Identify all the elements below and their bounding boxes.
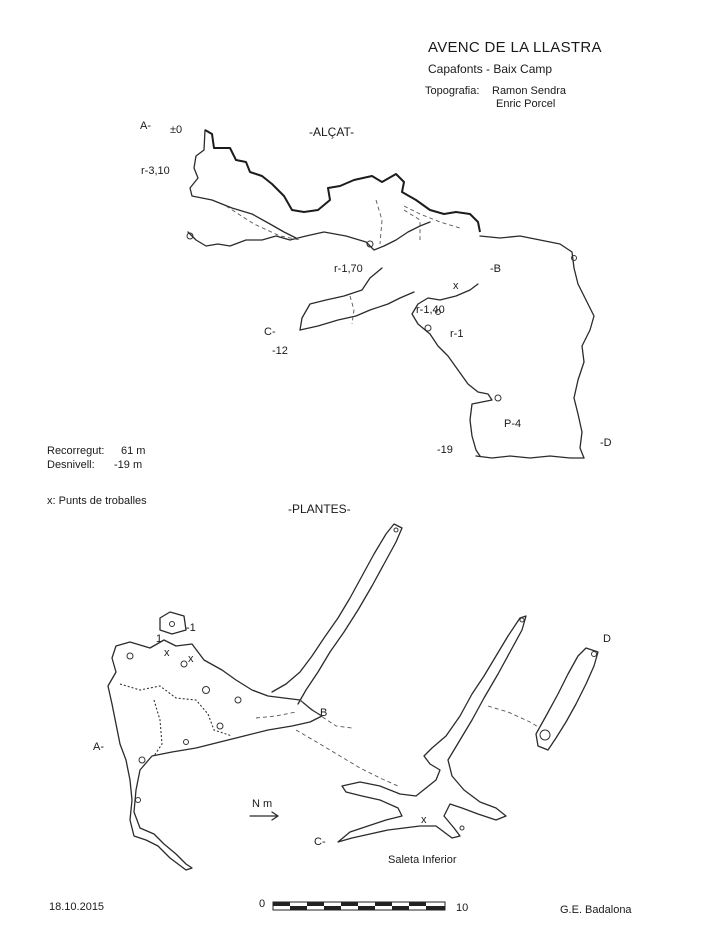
plan-find-marker-2: x (188, 653, 194, 665)
plan-survey-line-3 (487, 705, 541, 729)
elevation-chamber-floor (475, 455, 585, 459)
plan-label-d: D (603, 633, 611, 645)
plan-rock (591, 651, 597, 657)
elevation-find-marker: x (453, 280, 459, 292)
plan-find-marker-3: x (421, 814, 427, 826)
elevation-label-m19: -19 (437, 444, 453, 456)
elevation-label-zero: ±0 (170, 124, 183, 136)
club-name: G.E. Badalona (560, 904, 632, 916)
elevation-surface-line (204, 129, 481, 233)
recorregut-label: Recorregut: (47, 445, 105, 457)
plan-main-chamber (107, 639, 323, 871)
elevation-label-r140: r-1,40 (416, 304, 445, 316)
elevation-survey-line-5 (403, 209, 421, 240)
north-arrow (249, 811, 279, 821)
recorregut-value: 61 m (121, 445, 146, 457)
scale-end: 10 (456, 902, 469, 914)
elevation-chamber-left-wall (411, 283, 493, 457)
plan-rock (216, 722, 224, 730)
scale-start: 0 (259, 898, 266, 910)
elevation-chamber-right-wall (479, 235, 595, 459)
elevation-rock (366, 240, 374, 248)
elevation-rock (424, 324, 432, 332)
plan-label-one-a: -1 (186, 622, 196, 634)
plan-title: -PLANTES- (288, 502, 351, 516)
plan-label-c: C- (314, 836, 326, 848)
plan-d-passage (535, 647, 599, 751)
plan-rock (126, 652, 134, 660)
elevation-survey-line-1 (225, 205, 301, 241)
plan-label-one-b: 1 (156, 633, 163, 645)
elevation-survey-line-4 (349, 295, 355, 325)
date-text: 18.10.2015 (49, 901, 105, 913)
elevation-rock (186, 232, 194, 240)
elevation-shaft-wall (189, 129, 297, 239)
scale-bar (272, 901, 446, 911)
plan-chamber-detail (153, 699, 163, 757)
plan-rock (138, 756, 146, 764)
elevation-rock (571, 255, 577, 261)
plan-survey-line-2 (295, 729, 399, 787)
elevation-survey-line-3 (403, 205, 461, 229)
elevation-label-r310: r-3,10 (141, 165, 170, 177)
plan-rock (183, 739, 189, 745)
plan-rock (459, 825, 465, 831)
desnivell-label: Desnivell: (47, 459, 95, 471)
location-text: Capafonts - Baix Camp (428, 62, 553, 76)
topography-label: Topografia: (425, 85, 480, 97)
plan-find-marker-1: x (164, 647, 170, 659)
elevation-label-m12: -12 (272, 345, 288, 357)
plan-rock (234, 696, 242, 704)
plan-rock (539, 729, 551, 741)
plan-rock (202, 686, 210, 694)
plan-rock (180, 660, 188, 668)
elevation-label-r1: r-1 (450, 328, 464, 340)
legend-text: x: Punts de troballes (47, 495, 147, 507)
elevation-label-r170: r-1,70 (334, 263, 363, 275)
elevation-label-d: -D (600, 437, 612, 449)
plan-label-b: B (320, 707, 328, 719)
elevation-label-p4: P-4 (504, 418, 522, 430)
plan-survey-line-4 (255, 711, 297, 719)
plan-label-a: A- (93, 741, 104, 753)
plan-upper-chamber (159, 611, 187, 635)
elevation-title: -ALÇAT- (309, 125, 355, 139)
elevation-rock (435, 309, 441, 315)
author-1: Ramon Sendra (492, 85, 566, 97)
elevation-branch-c-lower (299, 291, 415, 331)
desnivell-value: -19 m (114, 459, 143, 471)
elevation-label-a: A- (140, 120, 151, 132)
saleta-label: Saleta Inferior (388, 854, 457, 866)
elevation-label-b: -B (490, 263, 501, 275)
elevation-upper-passage (187, 221, 431, 251)
plan-lower-passage (337, 615, 527, 843)
plan-rock (519, 617, 525, 623)
plan-rock (169, 621, 175, 627)
plan-rock (135, 797, 141, 803)
elevation-label-c: C- (264, 326, 276, 338)
elevation-survey-line-2 (375, 199, 383, 245)
plan-chamber-detail (119, 683, 233, 737)
elevation-branch-c-upper (299, 267, 383, 331)
north-label: N m (252, 798, 273, 810)
plan-survey-line-1 (299, 699, 353, 729)
author-2: Enric Porcel (496, 98, 556, 110)
elevation-rock (494, 394, 502, 402)
plan-rock (393, 527, 399, 533)
survey-title: AVENC DE LA LLASTRA (428, 39, 602, 56)
plan-ne-passage (271, 523, 403, 705)
elevation-section (186, 129, 595, 459)
plan-section (107, 523, 599, 871)
